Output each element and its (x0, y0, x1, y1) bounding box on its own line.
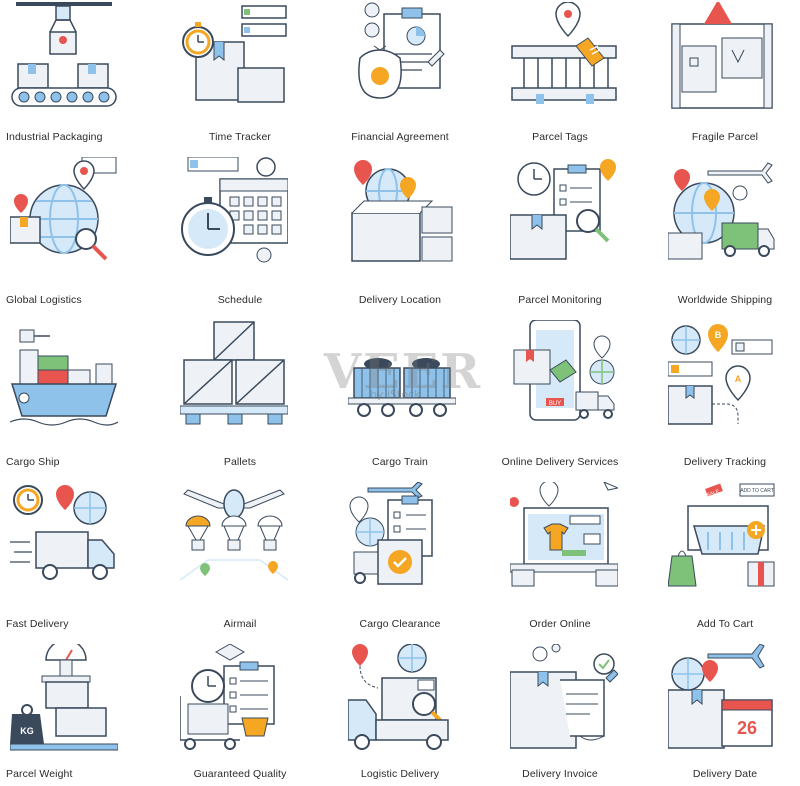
phone-delivery-icon: BUY (513, 320, 615, 421)
icon-tile: 26 Delivery Date (640, 636, 800, 786)
clock-calendar-icon (181, 157, 288, 263)
icon-label: Parcel Tags (532, 131, 588, 143)
invoice-box-icon (510, 644, 618, 749)
icon-label: Cargo Clearance (359, 618, 441, 630)
icon-label: Schedule (217, 294, 263, 306)
calendar-day-number: 26 (737, 718, 757, 738)
icon-label: Parcel Weight (6, 768, 73, 780)
icon-label: Delivery Invoice (522, 768, 598, 780)
icon-label: Order Online (529, 618, 591, 630)
icon-label: Fragile Parcel (691, 131, 759, 143)
conveyor-box-icon (11, 2, 117, 107)
icon-tile: Global Logistics (0, 149, 160, 312)
icon-tile: Delivery Location (320, 149, 480, 312)
scale-weight-icon: KG (10, 644, 118, 751)
pin-a-letter: A (735, 374, 742, 384)
icon-label: Delivery Tracking (683, 456, 767, 468)
icon-label: Cargo Train (372, 456, 428, 468)
globe-box-pin-icon (351, 160, 453, 262)
quality-cart-icon (180, 644, 275, 750)
icon-tile: Cargo Ship (0, 312, 160, 474)
icon-label: Pallets (223, 456, 257, 468)
shopping-basket-icon: SALE ADD TO CART (668, 483, 775, 587)
icon-label: Cargo Ship (6, 456, 60, 468)
icon-tile: B A Delivery Tracking (640, 312, 800, 474)
laptop-shop-icon (510, 482, 618, 587)
icon-tile: Order Online (480, 474, 640, 636)
calendar-plane-icon: 26 (668, 644, 773, 749)
icon-tile: Parcel Monitoring (480, 149, 640, 312)
clearance-checklist-icon (349, 482, 433, 585)
globe-search-icon (10, 157, 117, 261)
icon-tile: Parcel Tags (480, 0, 640, 149)
icon-tile: Financial Agreement (320, 0, 480, 149)
icon-tile: Logistic Delivery (320, 636, 480, 786)
add-to-cart-sign-text: ADD TO CART (740, 488, 774, 494)
icon-label: Delivery Date (692, 768, 758, 780)
icon-tile: BUY Online Delivery Services (480, 312, 640, 474)
airplane-parachutes-icon (180, 489, 288, 581)
svg-text:!: ! (730, 12, 733, 23)
icon-tile: Schedule (160, 149, 320, 312)
icon-tile: ! Fragile Parcel (640, 0, 800, 149)
fragile-crate-icon: ! (671, 2, 773, 109)
pallet-crates-icon (180, 321, 288, 425)
icon-label: Add To Cart (696, 618, 754, 630)
icon-tile: Guaranteed Quality (160, 636, 320, 786)
globe-plane-truck-icon (668, 162, 775, 260)
icon-tile: Cargo Clearance (320, 474, 480, 636)
route-tracking-icon: B A (668, 324, 773, 425)
sale-tag-text: SALE (706, 488, 721, 498)
icon-label: Delivery Location (358, 294, 442, 306)
icon-label: Online Delivery Services (501, 456, 619, 468)
icon-label: Airmail (223, 618, 257, 630)
icon-tile: Airmail (160, 474, 320, 636)
icon-label: Time Tracker (208, 131, 272, 143)
cargo-train-icon (348, 358, 456, 417)
icon-tile: Fast Delivery (0, 474, 160, 636)
stopwatch-boxes-icon (182, 5, 287, 103)
buy-button-text: BUY (549, 401, 561, 407)
icon-tile: KG Parcel Weight (0, 636, 160, 786)
clipboard-magnifier-icon (510, 159, 616, 260)
icon-label: Parcel Monitoring (518, 294, 602, 306)
pin-b-letter: B (715, 330, 722, 340)
icon-tile: Delivery Invoice (480, 636, 640, 786)
icon-tile: Cargo Train (320, 312, 480, 474)
icon-tile: SALE ADD TO CART Add To Cart (640, 474, 800, 636)
icon-label: Worldwide Shipping (677, 294, 773, 306)
money-contract-icon (358, 2, 445, 99)
kg-weight-text: KG (20, 726, 34, 736)
icon-label: Logistic Delivery (360, 768, 440, 780)
icon-tile: Time Tracker (160, 0, 320, 149)
van-globe-icon (348, 644, 449, 750)
fast-truck-icon (10, 485, 115, 580)
icon-label: Fast Delivery (6, 618, 69, 630)
icon-tile: Worldwide Shipping (640, 149, 800, 312)
icon-label: Guaranteed Quality (193, 768, 287, 780)
icon-tile: Industrial Packaging (0, 0, 160, 149)
cargo-ship-icon (10, 329, 118, 426)
icon-label: Global Logistics (6, 294, 82, 306)
icon-label: Financial Agreement (351, 131, 449, 143)
icon-label: Industrial Packaging (6, 131, 103, 143)
crate-tag-icon (511, 2, 617, 104)
icon-tile: Pallets (160, 312, 320, 474)
